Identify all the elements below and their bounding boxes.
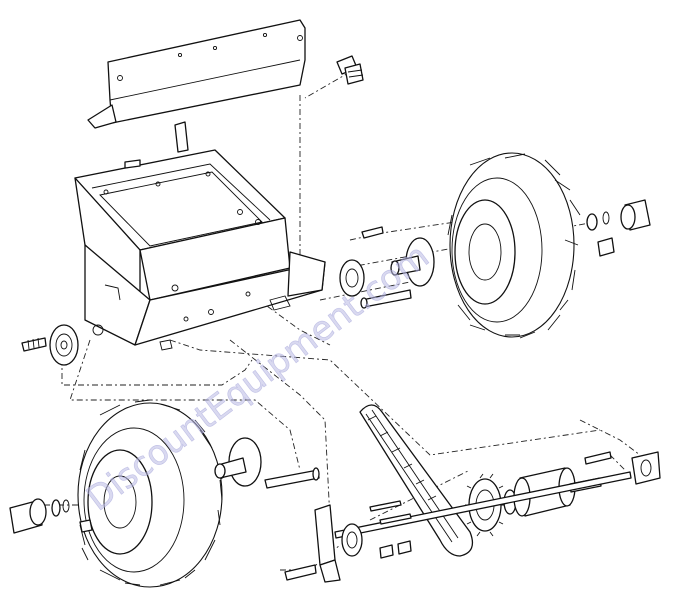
wheel-left (77, 399, 223, 588)
drive-axle (334, 451, 632, 539)
bearing-flange-left (21, 324, 79, 366)
top-plate (87, 19, 306, 129)
frame-housing (74, 121, 326, 351)
drive-chain (359, 404, 474, 557)
flange-bolt-top (336, 55, 364, 85)
wheel-right (447, 152, 581, 339)
mount-bracket (284, 451, 661, 583)
hub-cap-right (586, 199, 651, 257)
hub-cap-left (9, 498, 93, 534)
hub-left (214, 437, 320, 489)
bearing-flange-center (339, 226, 412, 309)
hub-right (390, 237, 435, 287)
